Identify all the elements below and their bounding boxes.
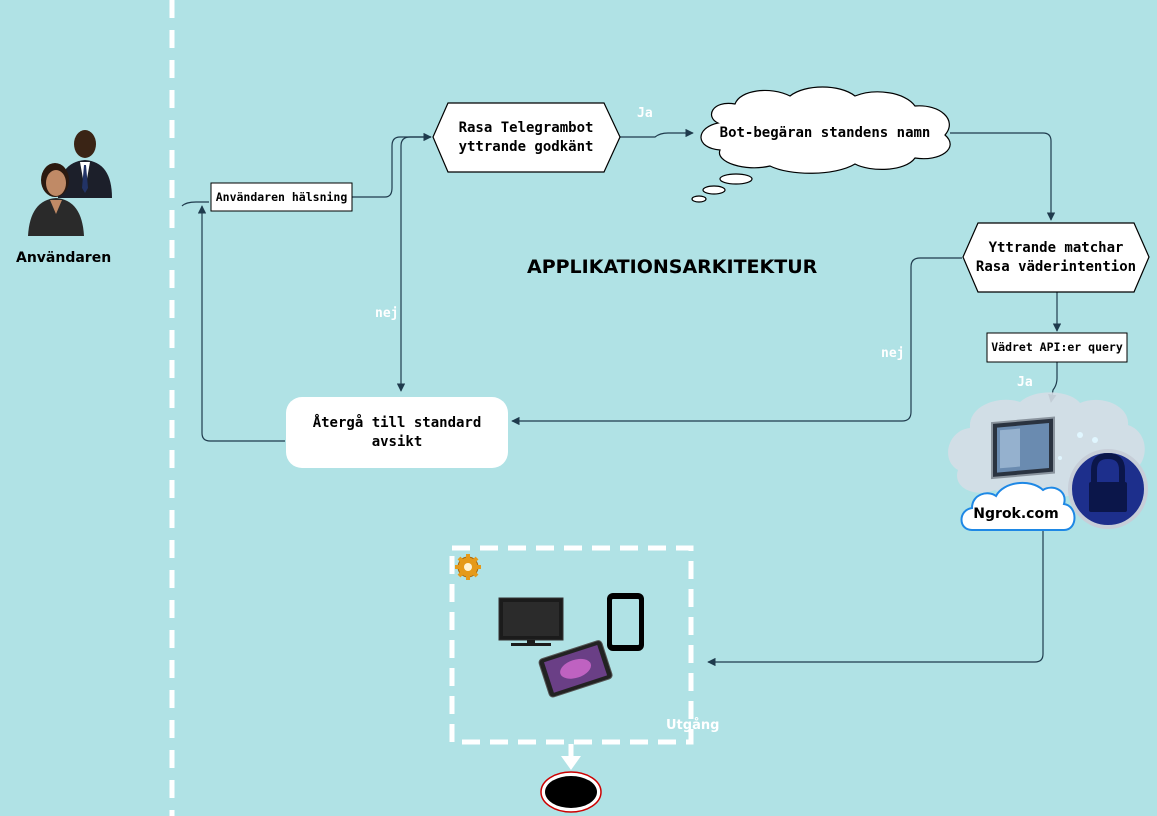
- greeting-shape: [210, 182, 353, 212]
- gear-icon: [455, 554, 481, 580]
- edge-entry: [181, 201, 209, 207]
- exit-label: Utgång: [666, 718, 720, 733]
- greeting-node: Användaren hälsning: [215, 189, 348, 204]
- users-icon: [28, 130, 112, 236]
- api-query-node: Vädret API:er query: [991, 340, 1123, 354]
- bot-request-node: Bot-begäran standens namn: [719, 124, 931, 141]
- monitor-icon: [498, 597, 564, 646]
- intent-match-node: Yttrande matchar Rasa väderintention: [975, 239, 1137, 275]
- edge-label-no-left: nej: [375, 306, 399, 321]
- edge-bot-to-request: [620, 128, 694, 138]
- edge-label-yes-top: Ja: [637, 106, 653, 121]
- actor-label: Användaren: [16, 250, 112, 266]
- phone-icon: [607, 593, 644, 651]
- edge-ngrok-to-devices: [707, 530, 1044, 667]
- telegram-bot-node: Rasa Telegrambot yttrande godkänt: [458, 119, 594, 155]
- fallback-node: Återgå till standard avsikt: [312, 414, 482, 450]
- fallback-shape: [286, 397, 508, 468]
- ngrok-cloud-shape: [960, 481, 1076, 531]
- lock-icon: [1068, 449, 1148, 529]
- exit-arrow-icon: [561, 744, 581, 770]
- telegram-bot-shape: [432, 102, 621, 173]
- lane-separator: [169, 0, 175, 816]
- edge-greeting-to-bot: [352, 132, 432, 198]
- edge-request-to-intent: [950, 132, 1056, 221]
- edge-label-yes-right: Ja: [1017, 375, 1033, 390]
- diagram-title: APPLIKATIONSARKITEKTUR: [527, 256, 818, 278]
- edge-intent-to-fallback: [511, 257, 962, 426]
- intent-match-shape: [962, 222, 1150, 293]
- api-query-shape: [986, 332, 1128, 363]
- edge-bot-to-fallback: [396, 136, 431, 392]
- edge-fallback-to-greeting: [197, 205, 285, 442]
- ngrok-node: Ngrok.com: [973, 505, 1059, 522]
- edge-api-to-ngrok: [1048, 362, 1058, 403]
- devices-container: [449, 545, 694, 745]
- tablet-icon: [538, 640, 613, 698]
- edge-label-no-right: nej: [881, 346, 905, 361]
- thought-cloud: [691, 86, 951, 203]
